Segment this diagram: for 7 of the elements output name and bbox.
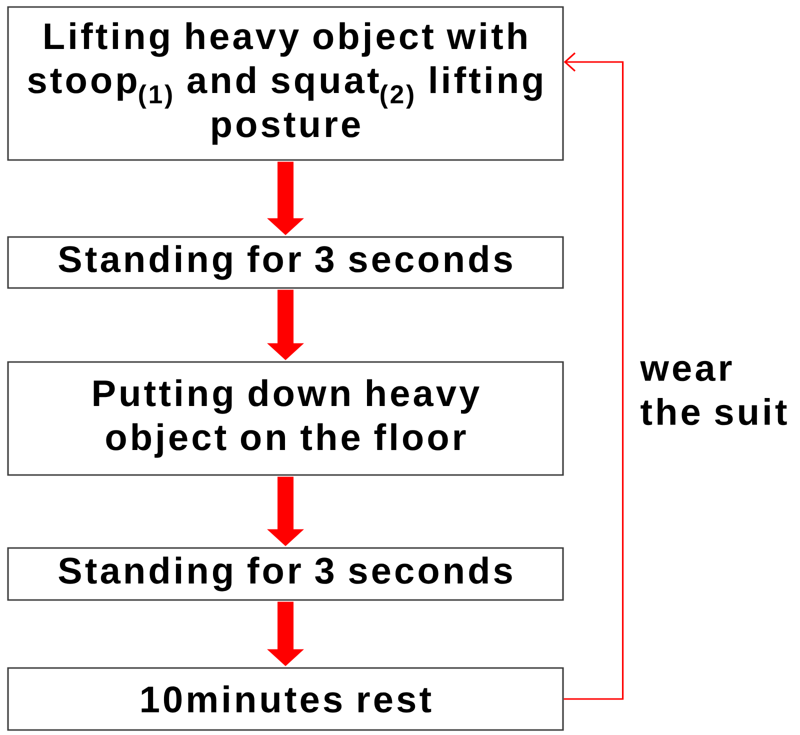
process-box: Standing for 3 seconds — [7, 547, 564, 601]
process-box: Lifting heavy object with stoop$_{(1)}$ and squat$_{(2)}$ lifting posture — [7, 6, 564, 161]
loop-arrow — [564, 52, 624, 700]
process-box: Putting down heavy object on the floor — [7, 361, 564, 476]
process-box: 10minutes rest — [7, 667, 564, 731]
process-box: Standing for 3 seconds — [7, 236, 564, 289]
edge-label: wear the suit — [640, 360, 787, 426]
